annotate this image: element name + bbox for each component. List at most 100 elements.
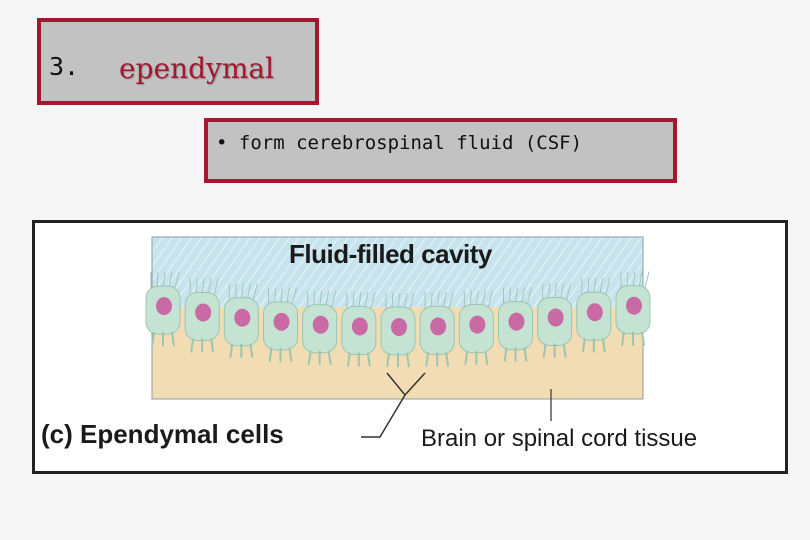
cilium bbox=[638, 271, 643, 288]
cell-process bbox=[151, 331, 155, 347]
cell-nucleus bbox=[351, 317, 368, 336]
cell-process bbox=[621, 331, 625, 346]
cilium bbox=[234, 283, 237, 300]
cilium bbox=[240, 283, 244, 300]
cilium bbox=[195, 278, 198, 295]
cell-process bbox=[171, 331, 175, 347]
cilium bbox=[430, 292, 433, 309]
cilium bbox=[292, 287, 297, 304]
slide-title: ependymal bbox=[119, 52, 275, 85]
cell-nucleus bbox=[195, 303, 212, 322]
cilia-layer bbox=[150, 271, 650, 310]
cilium bbox=[213, 278, 219, 295]
cilium bbox=[605, 278, 611, 295]
cell-nucleus bbox=[273, 312, 290, 331]
cell-nucleus bbox=[508, 312, 525, 331]
slide-number: 3. bbox=[49, 52, 80, 81]
cilium bbox=[521, 287, 525, 304]
cell-process bbox=[523, 347, 528, 362]
cilium bbox=[475, 290, 479, 307]
bullet-point: • form cerebrospinal fluid (CSF) bbox=[216, 132, 583, 154]
cilium bbox=[469, 290, 472, 307]
cilium bbox=[599, 278, 604, 295]
cell-process bbox=[542, 343, 547, 358]
cilium bbox=[509, 287, 511, 304]
cell-process bbox=[581, 338, 586, 353]
cilium bbox=[554, 283, 558, 300]
cell-process bbox=[601, 338, 606, 353]
cilium bbox=[168, 271, 173, 289]
cell-process bbox=[503, 347, 508, 362]
cilium bbox=[436, 292, 440, 309]
cilium bbox=[313, 290, 316, 307]
cilium bbox=[280, 287, 283, 304]
cell-nucleus bbox=[626, 296, 642, 315]
cell-nucleus bbox=[586, 303, 603, 322]
cell-process bbox=[641, 331, 645, 346]
bullet-box: • form cerebrospinal fluid (CSF) bbox=[204, 118, 677, 183]
cilium bbox=[593, 278, 597, 295]
cilium bbox=[325, 290, 330, 307]
cell-process bbox=[268, 347, 273, 362]
cilium bbox=[632, 271, 636, 288]
cell-process bbox=[366, 352, 371, 367]
cilium bbox=[246, 283, 251, 300]
pointer-line-cells bbox=[361, 372, 426, 438]
cilium bbox=[626, 271, 629, 288]
cilium bbox=[515, 287, 518, 304]
cilium bbox=[358, 292, 362, 309]
cell-nucleus bbox=[156, 297, 172, 316]
cell-process bbox=[288, 347, 293, 362]
cilium bbox=[487, 290, 493, 307]
cilium bbox=[331, 290, 337, 307]
cilium bbox=[481, 290, 486, 307]
cell-process bbox=[386, 352, 390, 368]
cilium bbox=[274, 287, 276, 304]
cell-nucleus bbox=[312, 315, 329, 334]
cilium bbox=[548, 283, 551, 300]
cilium bbox=[409, 292, 415, 310]
cell-layer bbox=[145, 285, 651, 368]
cilium bbox=[156, 272, 159, 289]
cell-process bbox=[464, 350, 469, 365]
cell-process bbox=[190, 338, 195, 353]
cilium bbox=[566, 283, 572, 300]
cell-process bbox=[425, 352, 430, 367]
cilium bbox=[560, 283, 565, 300]
cilium bbox=[174, 271, 180, 289]
cilium bbox=[527, 287, 532, 304]
cilium bbox=[162, 272, 166, 289]
cell-process bbox=[445, 352, 450, 367]
cilium bbox=[252, 283, 258, 300]
ependymal-figure: Fluid-filled cavity (c) Ependymal cells … bbox=[32, 220, 788, 474]
cilium bbox=[319, 290, 323, 307]
figure-caption: (c) Ependymal cells bbox=[41, 419, 284, 449]
cell-nucleus bbox=[469, 315, 486, 334]
cilium bbox=[201, 278, 205, 295]
cilium bbox=[391, 292, 394, 310]
cilium bbox=[370, 292, 376, 309]
tissue-label: Brain or spinal cord tissue bbox=[421, 425, 698, 452]
cilium bbox=[403, 292, 408, 310]
ependymal-illustration bbox=[145, 236, 651, 438]
cell-process bbox=[210, 338, 215, 353]
cavity-label: Fluid-filled cavity bbox=[289, 239, 492, 269]
cilium bbox=[352, 292, 355, 309]
cilium bbox=[644, 271, 650, 288]
cilium bbox=[397, 292, 401, 310]
cilium bbox=[587, 278, 590, 295]
cell-process bbox=[229, 343, 234, 358]
cell-process bbox=[249, 343, 254, 358]
cilium bbox=[364, 292, 369, 309]
cell-process bbox=[327, 350, 332, 365]
cilium bbox=[442, 292, 447, 309]
cell-process bbox=[562, 343, 567, 358]
cell-nucleus bbox=[430, 317, 447, 336]
cell-process bbox=[484, 350, 489, 365]
cell-process bbox=[406, 352, 410, 368]
cell-process bbox=[346, 352, 351, 367]
cilium bbox=[207, 278, 212, 295]
cell-nucleus bbox=[234, 308, 251, 327]
cilium bbox=[448, 292, 454, 309]
cell-process bbox=[307, 350, 312, 365]
